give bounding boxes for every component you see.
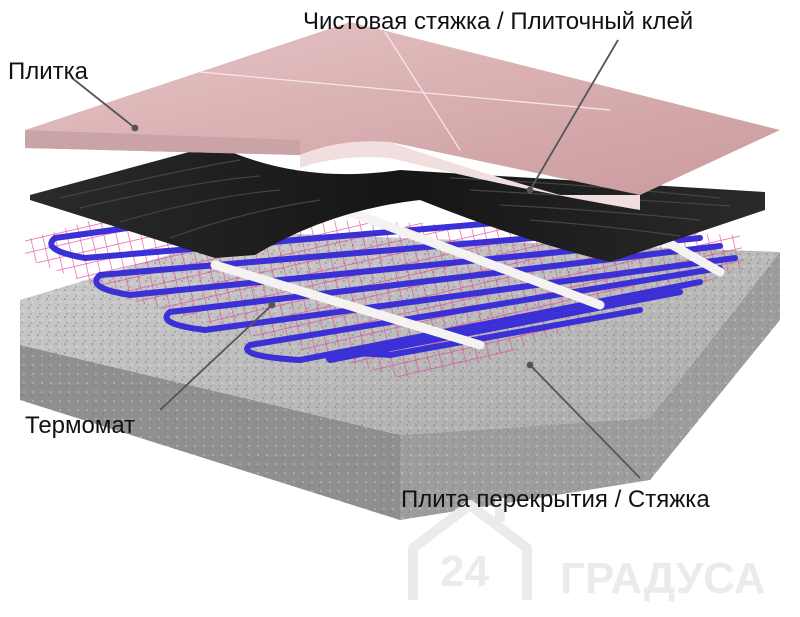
- label-heating-mat: Термомат: [25, 412, 136, 439]
- label-floor-slab: Плита перекрытия / Стяжка: [401, 486, 710, 513]
- leader-lines: [71, 39, 641, 479]
- tile-layer: [25, 22, 780, 210]
- watermark-number: 24: [440, 547, 489, 596]
- house-logo-icon: [408, 498, 532, 600]
- label-finish-screed: Чистовая стяжка / Плиточный клей: [303, 8, 694, 35]
- watermark-word: ГРАДУСА: [560, 554, 766, 603]
- leader-line-tile: [71, 77, 136, 129]
- heating-cable: [48, 197, 738, 363]
- mounting-tape: [210, 205, 725, 350]
- adhesive-layer: [30, 145, 765, 262]
- leader-line-finish-screed: [529, 39, 619, 191]
- leader-line-floor-slab: [529, 364, 641, 479]
- leader-line-heating-mat: [159, 304, 273, 411]
- label-tile: Плитка: [8, 58, 89, 85]
